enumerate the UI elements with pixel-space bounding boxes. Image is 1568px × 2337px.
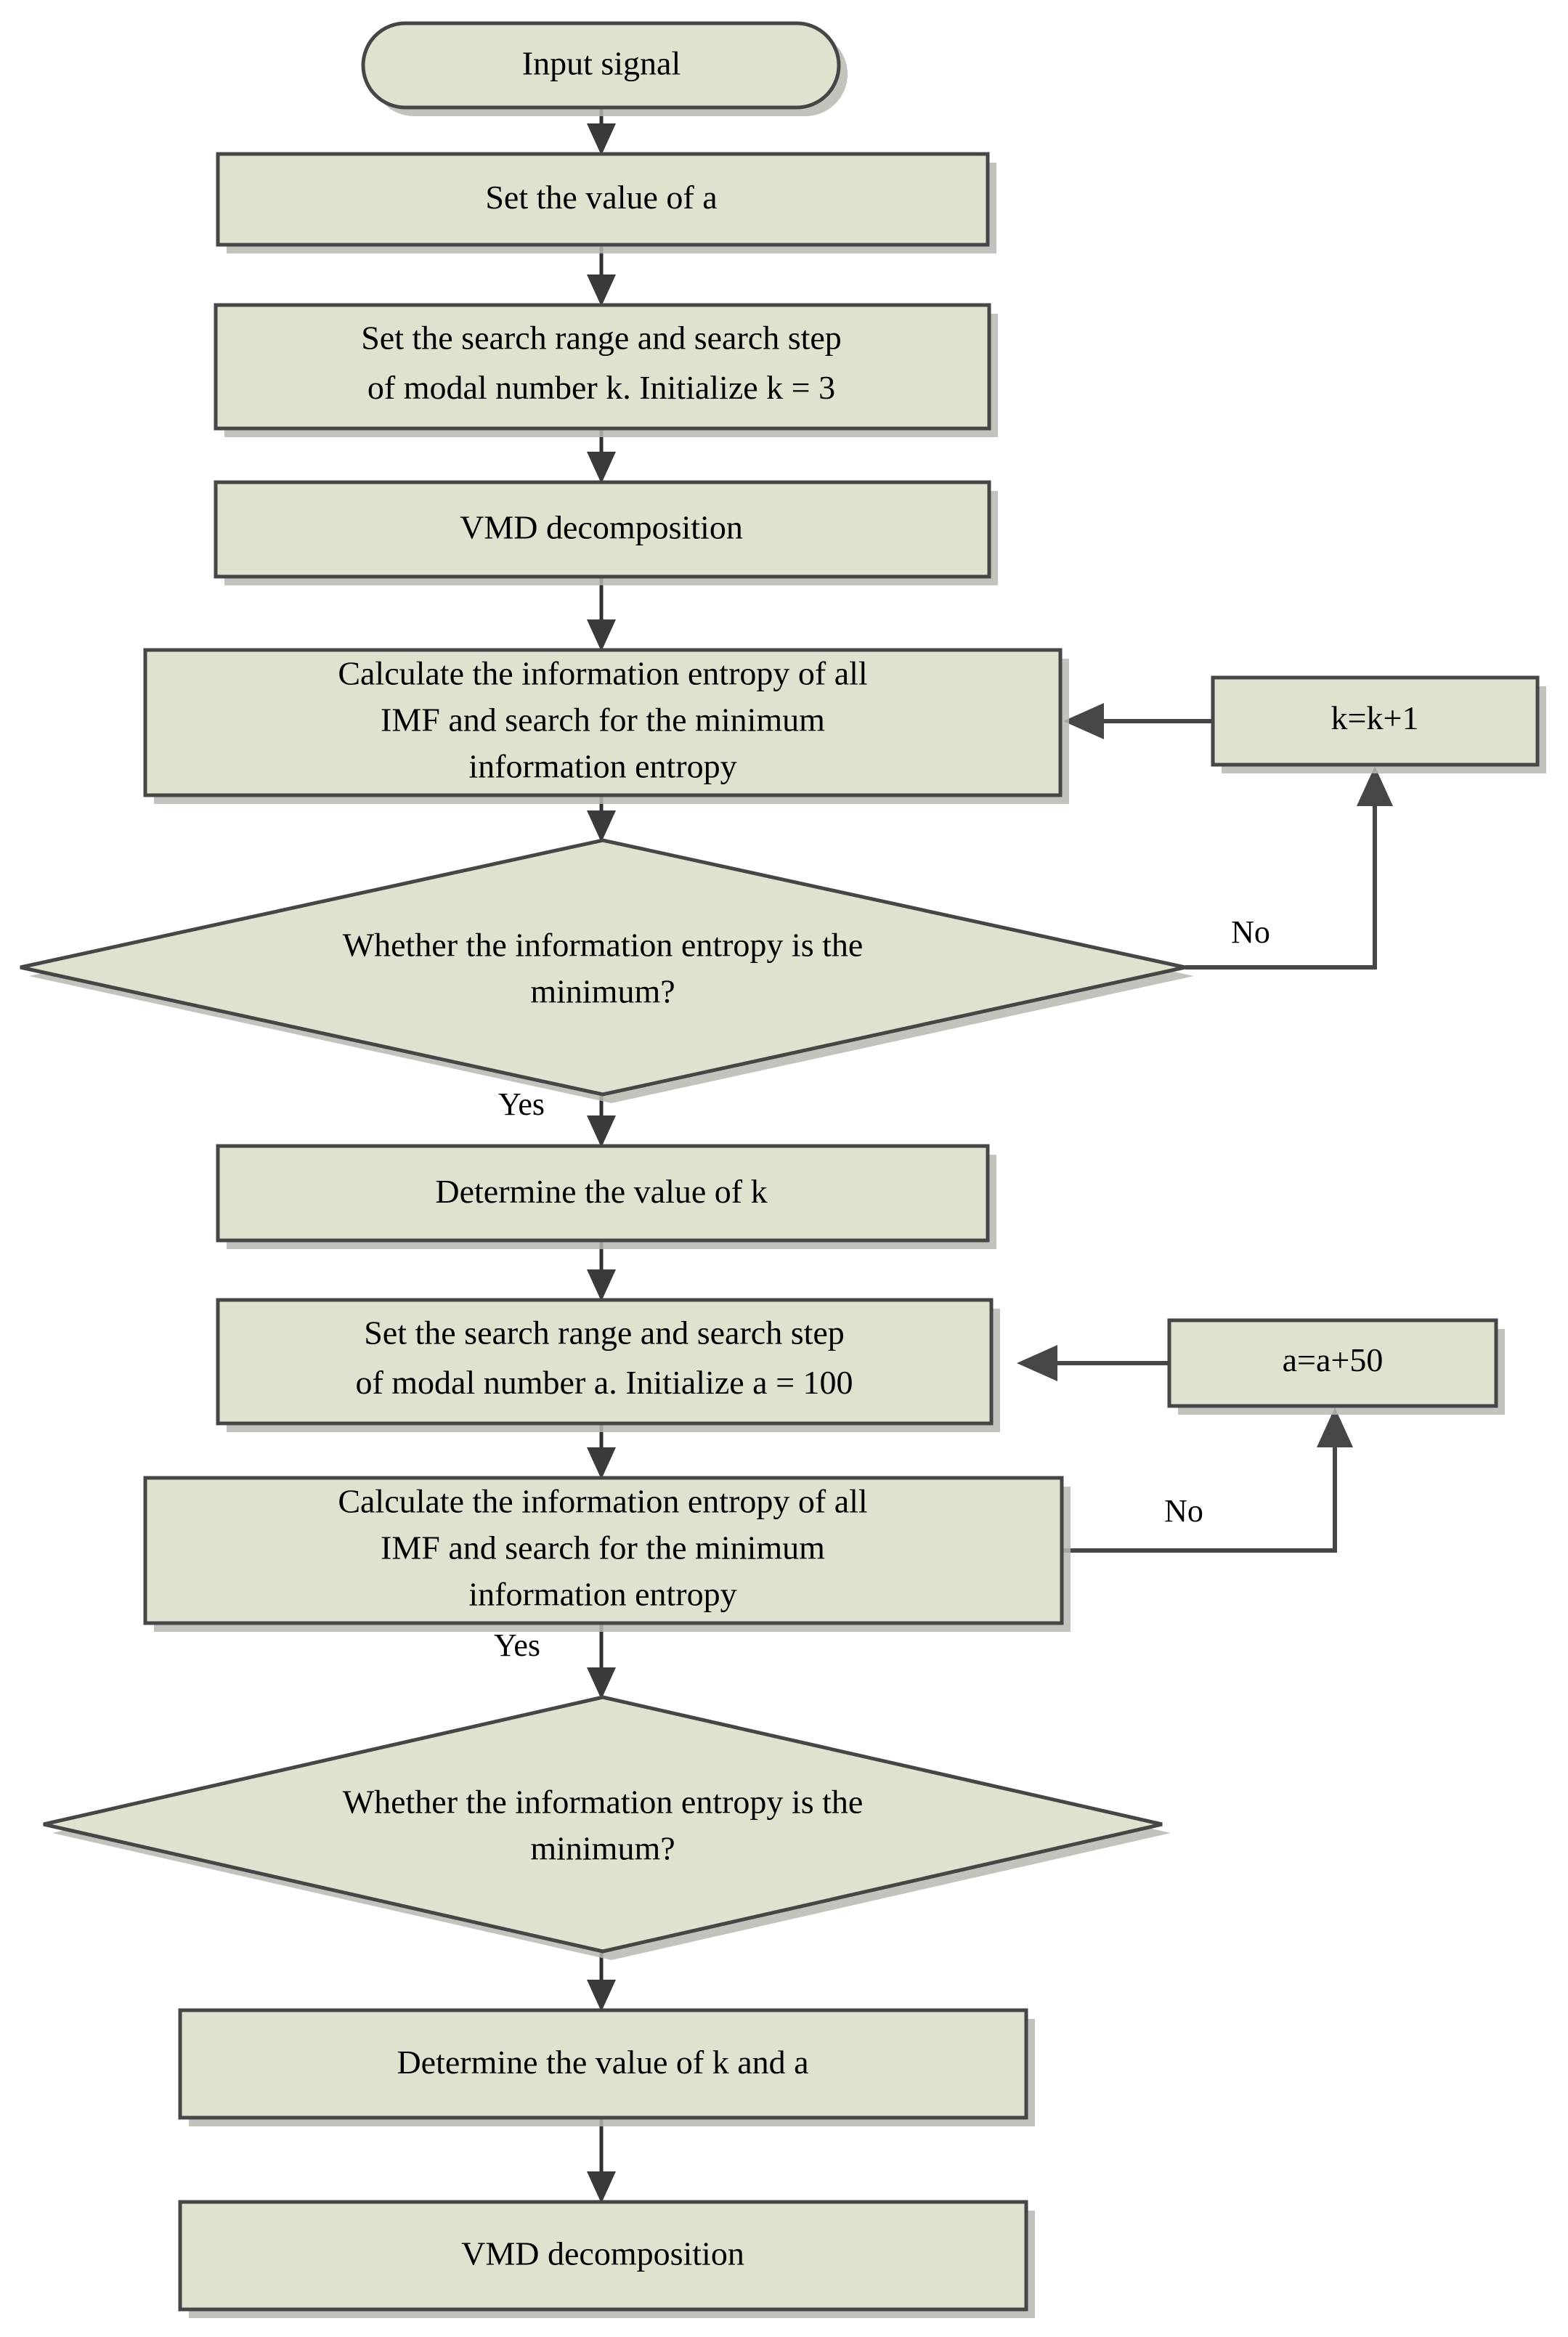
node-vmd-decomposition-1-label: VMD decomposition (460, 509, 743, 546)
node-set-value-a[interactable]: Set the value of a (216, 152, 996, 253)
node-calc-entropy-1-line2: IMF and search for the minimum (381, 702, 825, 739)
node-k-increment[interactable]: k=k+1 (1211, 675, 1546, 773)
node-decision-1-line2: minimum? (530, 973, 675, 1010)
node-k-increment-label: k=k+1 (1331, 699, 1419, 736)
node-set-search-range-k[interactable]: Set the search range and search step of … (214, 303, 998, 437)
connector-decision2-to-determine-k-and-a (587, 1951, 616, 2012)
edge-label-no-2: No (1164, 1493, 1203, 1529)
node-set-search-range-k-line1: Set the search range and search step (361, 320, 842, 357)
node-set-search-range-a[interactable]: Set the search range and search step of … (216, 1298, 1000, 1432)
node-vmd-decomposition-2-label: VMD decomposition (461, 2235, 744, 2272)
node-calc-entropy-1-line1: Calculate the information entropy of all (338, 655, 867, 692)
connector-determine-k-to-searchrange-a (587, 1240, 616, 1301)
node-calc-entropy-2-line3: information entropy (468, 1576, 736, 1613)
connector-determine-to-vmd2 (587, 2118, 616, 2203)
node-set-value-a-label: Set the value of a (485, 179, 717, 216)
node-calc-entropy-1[interactable]: Calculate the information entropy of all… (143, 648, 1069, 804)
node-input-signal-label: Input signal (522, 45, 681, 82)
node-set-search-range-a-line2: of modal number a. Initialize a = 100 (355, 1364, 853, 1401)
node-vmd-decomposition-1[interactable]: VMD decomposition (214, 480, 998, 585)
connector-decision1-to-determine-k (587, 1094, 616, 1147)
edge-label-no-1: No (1231, 914, 1270, 950)
node-calc-entropy-1-line3: information entropy (468, 748, 736, 785)
edge-label-yes-1: Yes (498, 1086, 545, 1122)
node-set-search-range-a-line1: Set the search range and search step (364, 1314, 845, 1352)
node-vmd-decomposition-2[interactable]: VMD decomposition (178, 2200, 1035, 2318)
node-a-increment-label: a=a+50 (1283, 1341, 1384, 1378)
node-decision-2-line1: Whether the information entropy is the (343, 1784, 864, 1821)
node-decision-1[interactable]: Whether the information entropy is the m… (20, 838, 1194, 1103)
node-calc-entropy-2-line1: Calculate the information entropy of all (338, 1483, 867, 1520)
connector-aincrement-to-searchrange-a (1017, 1345, 1168, 1381)
connector-calc2-to-decision2 (587, 1623, 616, 1699)
node-decision-1-line1: Whether the information entropy is the (343, 927, 864, 964)
node-calc-entropy-2[interactable]: Calculate the information entropy of all… (143, 1476, 1071, 1632)
node-determine-k-and-a-label: Determine the value of k and a (397, 2044, 808, 2081)
node-determine-k-and-a[interactable]: Determine the value of k and a (178, 2008, 1035, 2126)
node-determine-k-label: Determine the value of k (435, 1173, 767, 1210)
edge-label-yes-2: Yes (494, 1627, 540, 1663)
node-decision-2-line2: minimum? (530, 1830, 675, 1867)
node-a-increment[interactable]: a=a+50 (1167, 1318, 1505, 1415)
node-calc-entropy-2-line2: IMF and search for the minimum (381, 1529, 825, 1566)
node-determine-k[interactable]: Determine the value of k (216, 1144, 996, 1249)
node-decision-2[interactable]: Whether the information entropy is the m… (43, 1695, 1171, 1960)
connector-vmd1-to-calc1 (587, 577, 616, 651)
node-input-signal[interactable]: Input signal (361, 21, 848, 116)
connector-setvalue-to-searchrange-k (587, 245, 616, 306)
node-set-search-range-k-line2: of modal number k. Initialize k = 3 (367, 369, 835, 406)
connector-kincrement-to-calc1 (1063, 703, 1211, 739)
connector-calc2-no-loop (1062, 1407, 1353, 1553)
connector-decision1-no-loop (1185, 766, 1393, 970)
